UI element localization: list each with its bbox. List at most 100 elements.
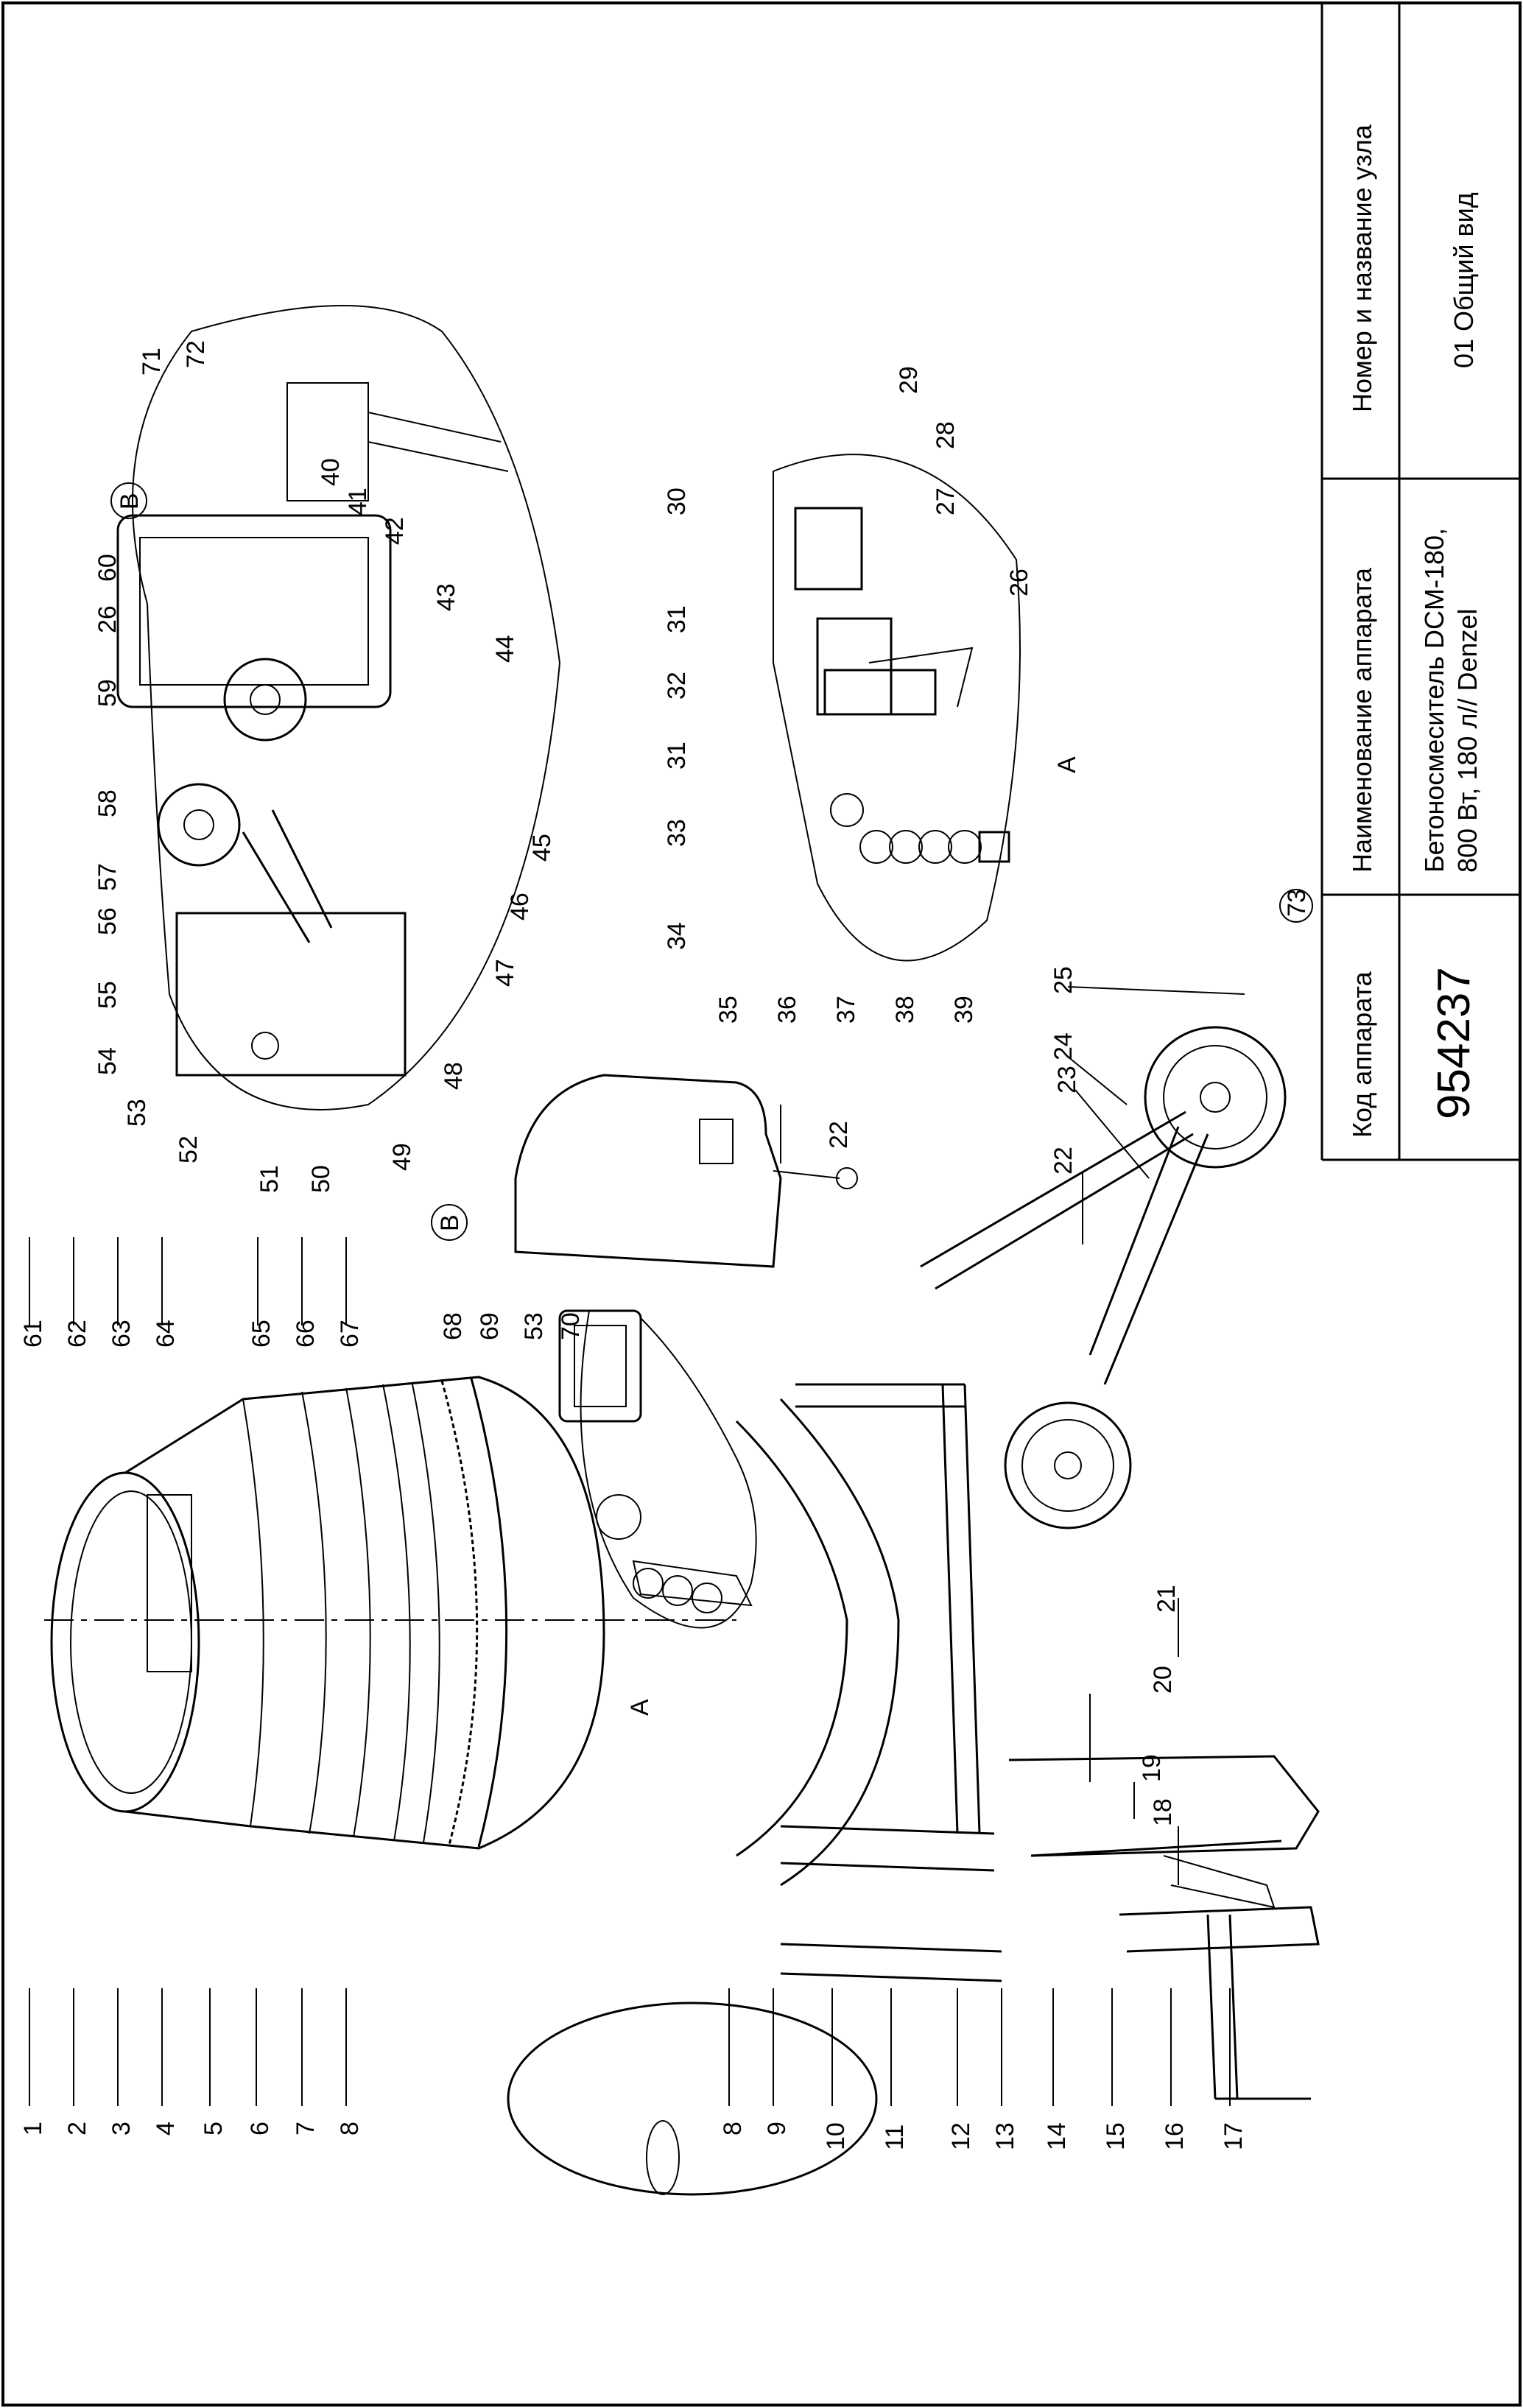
callout-B-52: 52 [175,1136,203,1163]
callout-B-50: 50 [307,1165,335,1193]
callout-A-35: 35 [714,996,742,1024]
callout-9: 9 [763,2122,791,2136]
callout-23: 23 [1053,1066,1081,1094]
callouts-right: 18 19 20 21 22 22 23 24 25 73 [780,889,1313,1885]
callout-B-44: 44 [491,635,519,663]
callout-68: 68 [439,1312,467,1340]
callout-7: 7 [292,2122,320,2136]
callout-2: 2 [63,2122,91,2136]
callout-10: 10 [822,2122,850,2150]
callout-19: 19 [1138,1754,1166,1782]
detail-A: A [773,454,1081,962]
title-block: Код аппарата 954237 Наименование аппарат… [1320,3,1520,1161]
callout-A-26: 26 [1005,568,1033,596]
callout-6: 6 [246,2122,274,2136]
callout-B-48: 48 [440,1062,468,1090]
callout-24: 24 [1049,1032,1077,1060]
stand-assembly-lower [780,1906,1320,2100]
callout-A-29: 29 [895,366,923,394]
callout-13: 13 [991,2122,1019,2150]
callout-B-47: 47 [491,959,519,987]
callout-69: 69 [476,1312,504,1340]
callout-62: 62 [63,1320,91,1348]
callout-67: 67 [336,1320,364,1348]
callout-53-main: 53 [520,1312,548,1340]
callout-B-26: 26 [94,605,122,633]
callouts-left-main: 61 62 63 64 65 66 67 68 69 53 70 [19,1237,585,1348]
view-B-label-detail: B [116,493,144,510]
callout-4: 4 [152,2122,180,2136]
callout-B-49: 49 [388,1143,416,1171]
callout-B-42: 42 [381,517,409,545]
callout-B-71: 71 [138,348,166,376]
callout-B-40: 40 [317,458,345,486]
callout-63: 63 [108,1320,136,1348]
callout-A-36: 36 [773,996,801,1024]
callout-B-57: 57 [94,863,122,891]
callout-18: 18 [1149,1798,1177,1826]
callout-B-46: 46 [506,893,534,920]
gearbox-assembly [558,1309,753,1613]
callout-A-31b: 31 [663,742,691,770]
col-code-header: Код аппарата [1347,971,1377,1138]
callout-B-56: 56 [94,907,122,935]
callout-B-43: 43 [432,583,460,611]
callout-B-54: 54 [94,1047,122,1075]
callout-A-37: 37 [832,996,860,1024]
callout-70: 70 [557,1312,585,1340]
callout-12: 12 [947,2122,975,2150]
node-value: 01 Общий вид [1449,192,1479,368]
code-value: 954237 [1429,967,1480,1119]
callout-21: 21 [1153,1585,1181,1613]
callout-B-45: 45 [528,834,556,862]
callout-66: 66 [292,1320,320,1348]
callout-22a: 22 [825,1121,853,1149]
callout-A-34: 34 [663,922,691,950]
callout-A-33: 33 [663,819,691,847]
callout-25: 25 [1049,966,1077,994]
view-A-label-detail: A [1053,756,1081,773]
callout-A-39: 39 [950,996,978,1024]
callout-3: 3 [108,2122,136,2136]
callout-11: 11 [881,2124,909,2150]
callouts-detail-B: 40 41 42 43 44 45 46 47 48 49 50 51 52 5… [94,340,556,1193]
callout-61: 61 [19,1320,47,1348]
callout-A-28: 28 [932,421,960,449]
axle-leg [920,1110,1209,1385]
callout-B-41: 41 [344,487,372,515]
callout-A-38: 38 [891,996,919,1024]
name-line1: Бетоносмеситель DCM-180, [1419,528,1449,873]
callout-B-72: 72 [182,340,210,368]
frame-stand [735,1383,1320,1909]
wheel-back [1004,1401,1132,1529]
callouts-detail-A: 26 27 28 29 30 31 32 31 33 34 35 36 37 3… [663,366,1033,1024]
callout-A-32: 32 [663,672,691,700]
callout-22b: 22 [1049,1147,1077,1175]
callout-8b: 8 [719,2122,747,2136]
callout-65: 65 [247,1320,275,1348]
callout-B-51: 51 [256,1165,284,1193]
callout-16: 16 [1161,2122,1189,2150]
callout-20: 20 [1149,1666,1177,1694]
callout-17: 17 [1220,2122,1248,2150]
callouts-bottom: 1 2 3 4 5 6 7 8 8 9 10 11 12 13 14 15 16… [19,1988,1248,2150]
col-name-header: Наименование аппарата [1347,567,1377,873]
callout-B-59: 59 [94,679,122,707]
callout-A-30: 30 [663,487,691,515]
view-A-label-main: A [626,1699,654,1716]
callout-64: 64 [152,1320,180,1348]
callout-B-55: 55 [94,981,122,1009]
callout-A-27: 27 [932,487,960,515]
view-A-boundary-main [580,1310,757,1629]
bottom-wheel-large [507,2002,878,2196]
callout-8a: 8 [336,2122,364,2136]
callout-73: 73 [1283,889,1311,917]
callout-B-58: 58 [94,789,122,817]
name-line2: 800 Вт, 180 л// Denzel [1452,608,1482,873]
view-B-label-main: B [436,1214,464,1231]
callout-B-53: 53 [123,1099,151,1127]
callout-14: 14 [1043,2122,1071,2150]
motor-housing-B [514,1074,858,1268]
